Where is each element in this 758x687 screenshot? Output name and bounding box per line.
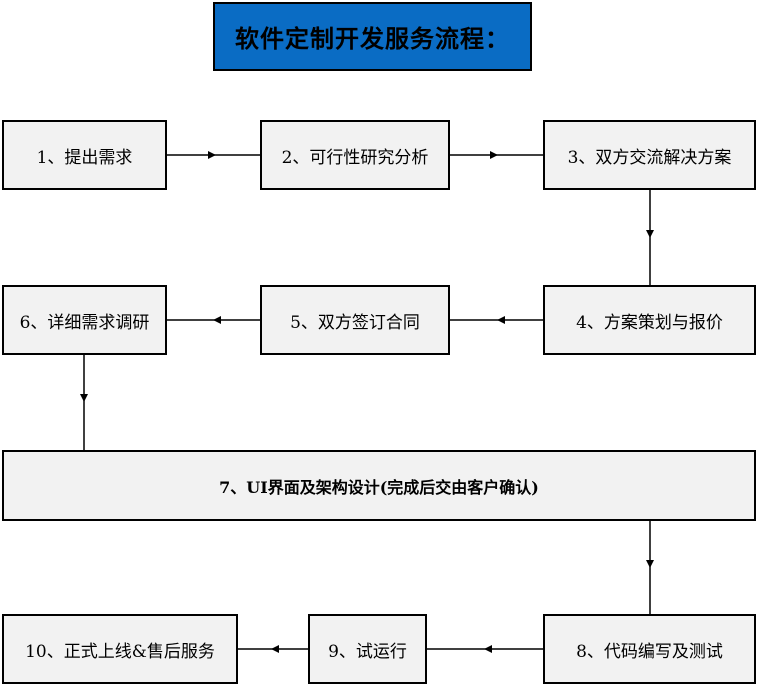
- step-10-box: 10、正式上线&售后服务: [2, 614, 238, 684]
- step-7-label: 7、UI界面及架构设计(完成后交由客户确认): [219, 477, 539, 497]
- step-2-box: 2、可行性研究分析: [260, 120, 450, 190]
- step-8-label: 8、代码编写及测试: [576, 641, 723, 662]
- step-6-label: 6、详细需求调研: [19, 312, 150, 333]
- step-6-box: 6、详细需求调研: [2, 285, 167, 355]
- step-1-box: 1、提出需求: [2, 120, 167, 190]
- diagram-title: 软件定制开发服务流程：: [235, 24, 510, 53]
- step-9-label: 9、试运行: [328, 641, 407, 662]
- step-1-label: 1、提出需求: [36, 147, 133, 168]
- step-4-box: 4、方案策划与报价: [543, 285, 756, 355]
- title-box: 软件定制开发服务流程：: [213, 2, 532, 71]
- step-10-label: 10、正式上线&售后服务: [25, 641, 215, 662]
- step-9-box: 9、试运行: [308, 614, 427, 684]
- step-5-label: 5、双方签订合同: [290, 312, 420, 333]
- step-7-box: 7、UI界面及架构设计(完成后交由客户确认): [2, 450, 756, 521]
- step-3-box: 3、双方交流解决方案: [543, 120, 756, 190]
- step-5-box: 5、双方签订合同: [260, 285, 450, 355]
- step-2-label: 2、可行性研究分析: [281, 147, 429, 168]
- step-8-box: 8、代码编写及测试: [543, 614, 756, 684]
- step-4-label: 4、方案策划与报价: [576, 312, 723, 333]
- step-3-label: 3、双方交流解决方案: [567, 147, 732, 168]
